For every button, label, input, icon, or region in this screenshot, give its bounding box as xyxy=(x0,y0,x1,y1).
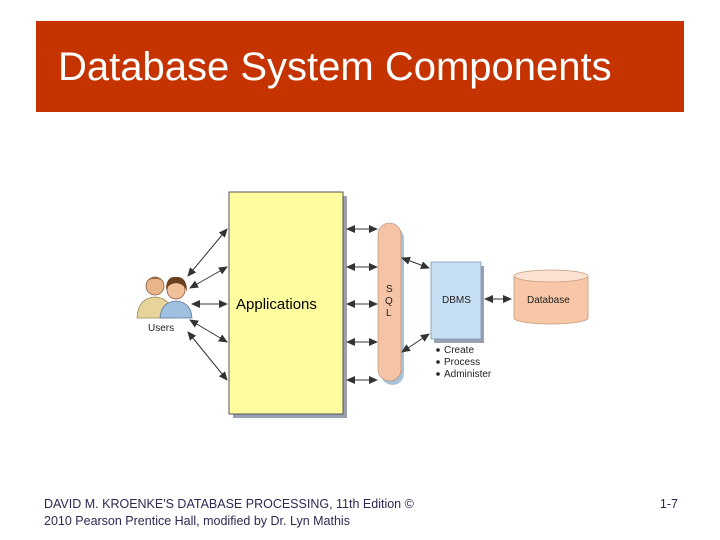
dbms-box xyxy=(430,261,484,343)
footer-line-2: 2010 Pearson Prentice Hall, modified by … xyxy=(44,514,350,528)
sql-interface xyxy=(377,222,404,385)
sql-dbms-arrows xyxy=(401,257,430,353)
applications-box xyxy=(228,191,347,418)
app-sql-arrows xyxy=(346,225,378,384)
users-icon xyxy=(136,276,193,319)
dbms-function-create: Create xyxy=(444,345,474,356)
dbms-functions-list xyxy=(436,348,440,376)
title-bar: Database System Components xyxy=(36,21,684,112)
page-number: 1-7 xyxy=(659,497,678,511)
dbms-label: DBMS xyxy=(442,295,471,306)
database-label: Database xyxy=(527,295,570,306)
users-label: Users xyxy=(148,323,174,334)
dbms-function-administer: Administer xyxy=(444,369,492,380)
database-cylinder xyxy=(513,269,589,325)
sql-letter-q: Q xyxy=(385,296,393,307)
footer-citation: DAVID M. KROENKE'S DATABASE PROCESSING, … xyxy=(44,496,484,530)
slide-title: Database System Components xyxy=(58,45,612,89)
dbms-function-process: Process xyxy=(444,357,480,368)
user-app-arrows xyxy=(187,228,228,381)
sql-letter-s: S xyxy=(386,284,393,295)
applications-label: Applications xyxy=(236,296,317,313)
footer-line-1: DAVID M. KROENKE'S DATABASE PROCESSING, … xyxy=(44,497,414,511)
sql-letter-l: L xyxy=(386,308,392,319)
